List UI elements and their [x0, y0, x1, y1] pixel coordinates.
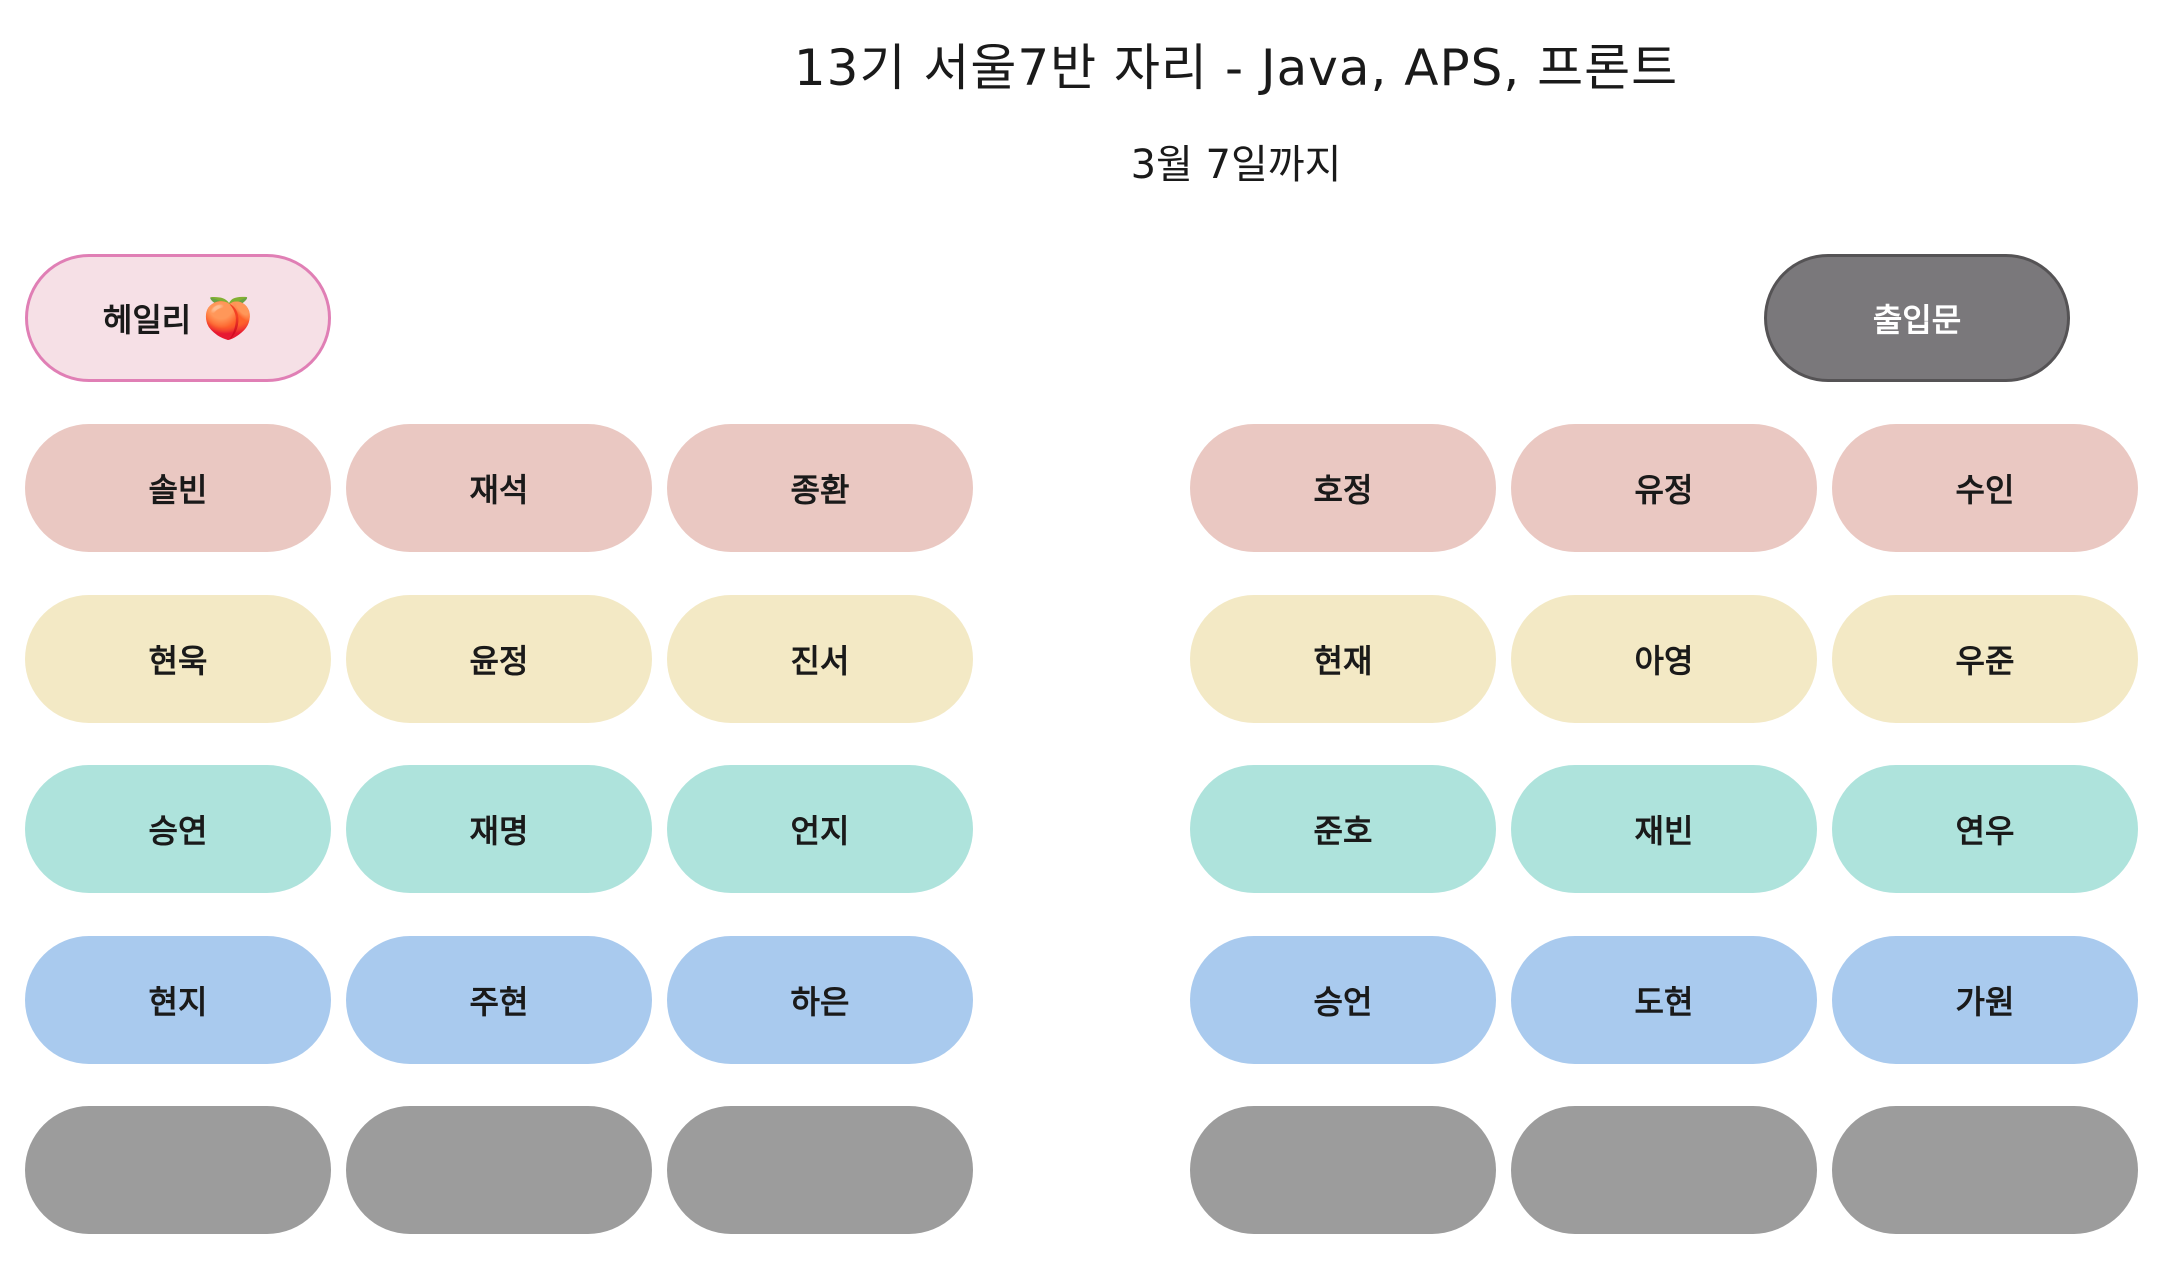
instructor-name: 헤일리	[102, 301, 192, 339]
seat-right-r5-c3-empty[interactable]	[1832, 1106, 2138, 1234]
seat-right-r5-c1-empty[interactable]	[1190, 1106, 1496, 1234]
seat-name: 수인	[1955, 471, 2015, 509]
seat-left-r1-c1[interactable]: 솔빈	[25, 424, 331, 552]
seat-name: 호정	[1313, 471, 1373, 509]
seat-left-r1-c2[interactable]: 재석	[346, 424, 652, 552]
page-title: 13기 서울7반 자리 - Java, APS, 프론트	[793, 39, 1679, 97]
seat-right-r1-c2[interactable]: 유정	[1511, 424, 1817, 552]
seat-right-r1-c3[interactable]: 수인	[1832, 424, 2138, 552]
seat-left-r5-c2-empty[interactable]	[346, 1106, 652, 1234]
seat-right-r3-c1[interactable]: 준호	[1190, 765, 1496, 893]
seat-right-r3-c3[interactable]: 연우	[1832, 765, 2138, 893]
seat-right-r5-c2-empty[interactable]	[1511, 1106, 1817, 1234]
seat-right-r2-c1[interactable]: 현재	[1190, 595, 1496, 723]
seat-left-r4-c2[interactable]: 주현	[346, 936, 652, 1064]
seat-name: 하은	[790, 983, 850, 1021]
seat-name: 재석	[469, 471, 529, 509]
seat-name: 준호	[1313, 812, 1373, 850]
peach-icon: 🍑	[203, 295, 254, 342]
seat-right-r4-c1[interactable]: 승언	[1190, 936, 1496, 1064]
seat-right-r4-c3[interactable]: 가원	[1832, 936, 2138, 1064]
seat-right-r2-c2[interactable]: 아영	[1511, 595, 1817, 723]
seat-right-r2-c3[interactable]: 우준	[1832, 595, 2138, 723]
seat-name: 우준	[1955, 642, 2015, 680]
seat-name: 주현	[469, 983, 529, 1021]
seat-name: 연우	[1955, 812, 2015, 850]
seat-left-r4-c1[interactable]: 현지	[25, 936, 331, 1064]
seat-name: 현지	[148, 983, 208, 1021]
seat-name: 윤정	[469, 642, 529, 680]
seat-left-r5-c3-empty[interactable]	[667, 1106, 973, 1234]
seat-name: 재빈	[1634, 812, 1694, 850]
seat-name: 종환	[790, 471, 850, 509]
seat-left-r3-c2[interactable]: 재명	[346, 765, 652, 893]
entrance-label: 출입문	[1872, 301, 1962, 339]
seat-right-r4-c2[interactable]: 도현	[1511, 936, 1817, 1064]
seat-left-r2-c1[interactable]: 현욱	[25, 595, 331, 723]
entrance-door: 출입문	[1764, 254, 2070, 382]
seat-name: 솔빈	[148, 471, 208, 509]
seat-left-r4-c3[interactable]: 하은	[667, 936, 973, 1064]
seat-name: 진서	[790, 642, 850, 680]
page-subtitle: 3월 7일까지	[1130, 142, 1342, 188]
seat-left-r1-c3[interactable]: 종환	[667, 424, 973, 552]
seat-name: 유정	[1634, 471, 1694, 509]
seat-left-r2-c3[interactable]: 진서	[667, 595, 973, 723]
seat-name: 도현	[1634, 983, 1694, 1021]
instructor-seat[interactable]: 헤일리 🍑	[25, 254, 331, 382]
seat-right-r3-c2[interactable]: 재빈	[1511, 765, 1817, 893]
seat-name: 현욱	[148, 642, 208, 680]
seat-name: 언지	[790, 812, 850, 850]
seat-name: 승연	[148, 812, 208, 850]
seat-name: 가원	[1955, 983, 2015, 1021]
seat-left-r2-c2[interactable]: 윤정	[346, 595, 652, 723]
seat-name: 아영	[1634, 642, 1694, 680]
seat-right-r1-c1[interactable]: 호정	[1190, 424, 1496, 552]
seat-left-r3-c3[interactable]: 언지	[667, 765, 973, 893]
seat-left-r5-c1-empty[interactable]	[25, 1106, 331, 1234]
seat-name: 승언	[1313, 983, 1373, 1021]
seat-left-r3-c1[interactable]: 승연	[25, 765, 331, 893]
seat-name: 재명	[469, 812, 529, 850]
seat-name: 현재	[1313, 642, 1373, 680]
